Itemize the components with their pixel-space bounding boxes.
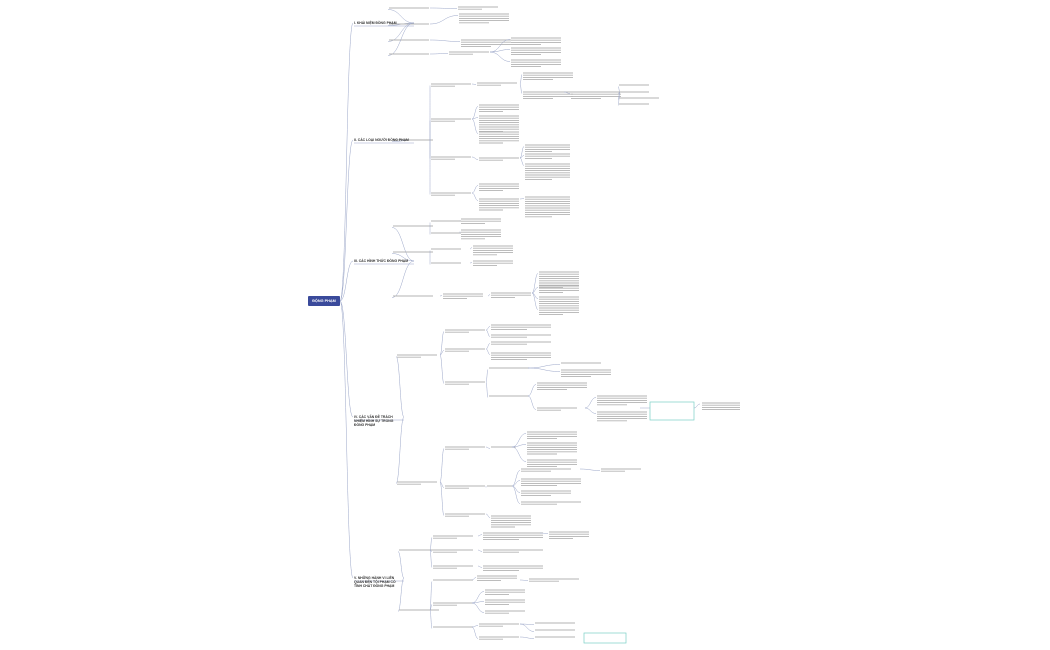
connector-line bbox=[485, 343, 491, 350]
connector-line bbox=[489, 49, 511, 53]
connector-line bbox=[391, 227, 415, 262]
connector-line bbox=[477, 565, 483, 568]
connector-line bbox=[471, 156, 479, 160]
connector-line bbox=[617, 86, 621, 93]
connector-line bbox=[511, 444, 527, 448]
connector-line bbox=[477, 549, 483, 552]
connector-line bbox=[511, 480, 521, 487]
connector-line bbox=[471, 577, 477, 581]
note-box bbox=[583, 632, 627, 644]
connector-line bbox=[471, 118, 479, 134]
connector-line bbox=[397, 551, 405, 579]
branch-node-1[interactable]: I. KHÁI NIỆM ĐỒNG PHẠM bbox=[354, 21, 397, 25]
connector-line bbox=[531, 287, 539, 294]
connector-line bbox=[395, 356, 405, 418]
connector-line bbox=[584, 407, 597, 414]
connector-line bbox=[471, 106, 479, 120]
connector-line bbox=[531, 273, 539, 294]
connector-line bbox=[617, 91, 621, 106]
connector-line bbox=[339, 22, 354, 302]
connector-line bbox=[485, 348, 491, 355]
connector-line bbox=[439, 331, 445, 356]
connector-line bbox=[527, 367, 561, 372]
connector-line bbox=[439, 350, 445, 356]
connector-line bbox=[469, 262, 473, 264]
connector-line bbox=[485, 326, 491, 331]
connector-line bbox=[439, 481, 445, 516]
connector-line bbox=[471, 117, 479, 120]
connector-line bbox=[439, 448, 445, 483]
connector-line bbox=[563, 91, 571, 94]
connector-line bbox=[527, 384, 537, 397]
connector-line bbox=[439, 481, 445, 488]
connector-line bbox=[471, 192, 479, 201]
connector-line bbox=[477, 534, 483, 537]
connector-line bbox=[439, 354, 445, 384]
connector-line bbox=[391, 253, 415, 262]
connector-line bbox=[519, 155, 525, 159]
connector-line bbox=[579, 468, 601, 471]
connector-line bbox=[539, 532, 549, 534]
connector-line bbox=[339, 300, 354, 418]
connector-line bbox=[519, 74, 523, 85]
connector-line bbox=[489, 51, 511, 62]
connector-line bbox=[471, 626, 479, 639]
connector-line bbox=[519, 198, 525, 200]
connector-line bbox=[693, 403, 701, 409]
connector-line bbox=[439, 295, 443, 297]
connector-line bbox=[527, 364, 561, 369]
connector-line bbox=[489, 39, 511, 53]
connector-line bbox=[339, 300, 354, 579]
branch-node-5[interactable]: V. NHỮNG HÀNH VI LIÊN QUAN ĐẾN TỘI PHẠM … bbox=[354, 576, 396, 588]
connector-line bbox=[519, 623, 535, 632]
connector-line bbox=[511, 446, 527, 462]
connector-line bbox=[485, 369, 489, 383]
connector-line bbox=[429, 549, 433, 568]
root-node[interactable]: ĐỘNG PHẠM bbox=[308, 296, 340, 306]
connector-line bbox=[429, 53, 449, 55]
connector-line bbox=[395, 416, 405, 484]
connector-line bbox=[584, 397, 597, 409]
connector-line bbox=[519, 636, 535, 639]
connector-line bbox=[485, 381, 489, 398]
connector-line bbox=[429, 604, 433, 611]
connector-line bbox=[469, 247, 473, 250]
connector-line bbox=[339, 139, 354, 302]
connector-line bbox=[519, 157, 525, 166]
connector-line bbox=[429, 581, 433, 611]
connector-line bbox=[429, 15, 459, 25]
connector-line bbox=[531, 292, 539, 310]
connector-line bbox=[527, 395, 537, 410]
connector-line bbox=[429, 537, 433, 551]
connector-line bbox=[391, 260, 415, 298]
connector-line bbox=[429, 7, 458, 9]
branch-node-4[interactable]: IV. CÁC VẤN ĐỀ TRÁCH NHIỆM HÌNH SỰ TRONG… bbox=[354, 415, 394, 427]
connector-line bbox=[519, 146, 525, 159]
connector-line bbox=[485, 329, 491, 337]
connector-line bbox=[471, 185, 479, 194]
connector-line bbox=[519, 579, 529, 581]
connector-line bbox=[397, 577, 405, 612]
connector-line bbox=[519, 83, 523, 94]
connector-line bbox=[511, 433, 527, 448]
connector-line bbox=[429, 609, 433, 629]
note-box bbox=[649, 401, 695, 421]
connector-line bbox=[511, 470, 521, 487]
connector-line bbox=[387, 9, 415, 24]
connector-line bbox=[471, 602, 485, 613]
connector-line bbox=[511, 485, 521, 504]
connector-line bbox=[471, 601, 485, 604]
connector-line bbox=[339, 260, 354, 302]
connector-line bbox=[487, 294, 491, 297]
branch-node-2[interactable]: II. CÁC LOẠI NGƯỜI ĐỒNG PHẠM bbox=[354, 138, 409, 142]
connector-line bbox=[485, 446, 491, 449]
connector-line bbox=[471, 591, 485, 604]
connector-line bbox=[471, 625, 479, 628]
connector-line bbox=[387, 22, 415, 56]
connector-line bbox=[471, 83, 477, 85]
branch-node-3[interactable]: III. CÁC HÌNH THỨC ĐỒNG PHẠM bbox=[354, 259, 409, 263]
connector-line bbox=[485, 513, 491, 518]
connector-line bbox=[429, 39, 461, 42]
